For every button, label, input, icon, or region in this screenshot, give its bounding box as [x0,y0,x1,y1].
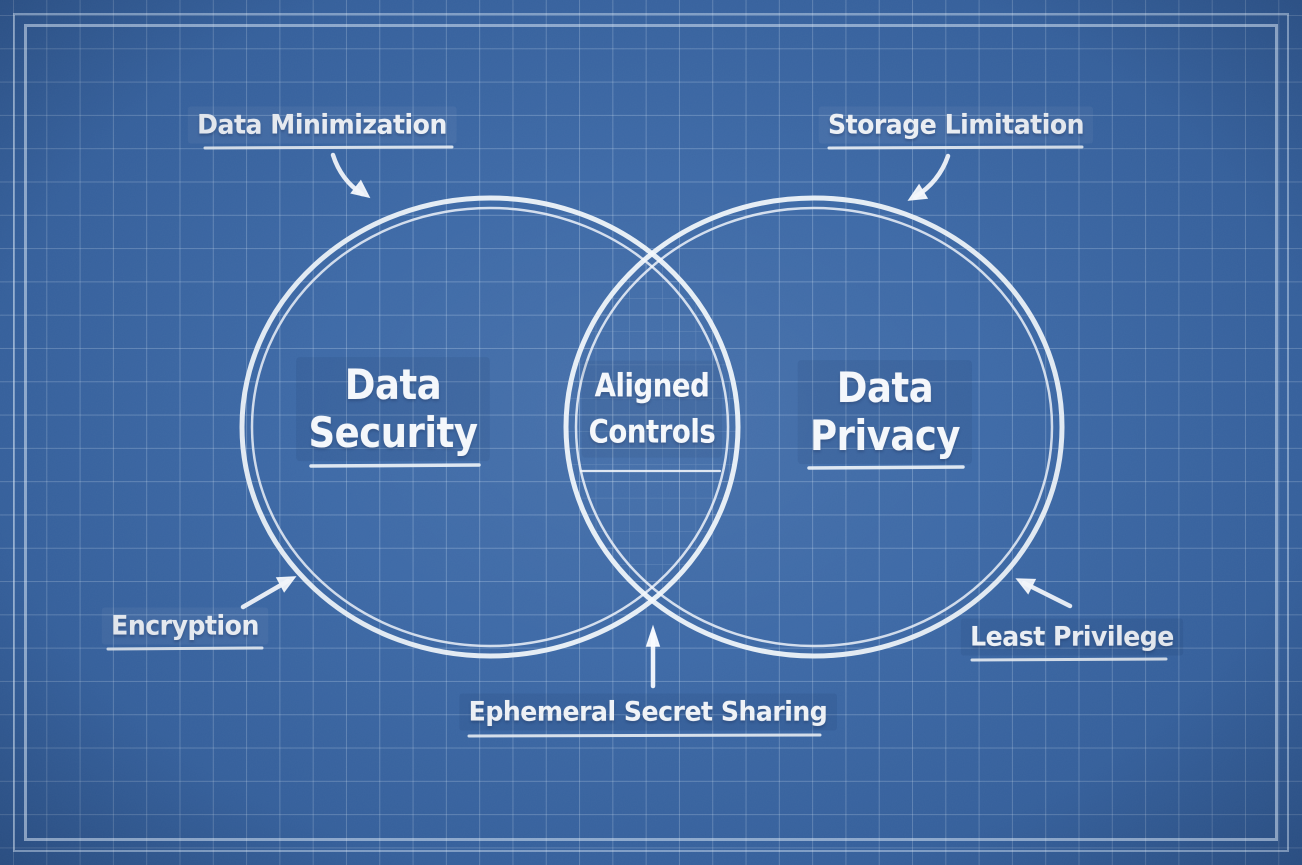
arrow-least-privilege [1015,578,1073,609]
left-circle-title: Data Security [296,357,490,461]
underline-security [309,463,481,468]
annotation-encryption-text: Encryption [111,610,259,642]
annotation-data-minimization-text: Data Minimization [197,109,447,141]
arrow-data-minimization [330,152,371,199]
right-circle-title-line2: Privacy [810,411,960,460]
annotation-storage-limitation: Storage Limitation [818,106,1094,144]
arrow-ephemeral [645,624,661,689]
intersection-title-line2: Controls [588,413,716,451]
underline-encryption [106,646,264,651]
intersection-title: Aligned Controls [581,360,723,458]
annotation-ephemeral-secret-sharing: Ephemeral Secret Sharing [459,693,837,731]
annotation-encryption: Encryption [101,607,269,645]
annotation-storage-limitation-text: Storage Limitation [827,109,1085,141]
intersection-title-line1: Aligned [594,366,710,405]
underline-ephemeral [467,733,822,738]
underline-storage-limitation [827,145,1084,150]
annotation-data-minimization: Data Minimization [187,106,457,144]
underline-privacy [807,465,965,470]
right-circle-title-line1: Data [836,363,934,413]
arrow-encryption [240,576,297,610]
underline-least-privilege [970,657,1168,662]
annotation-ephemeral-secret-sharing-text: Ephemeral Secret Sharing [468,696,828,728]
underline-data-minimization [203,145,454,150]
annotation-least-privilege-text: Least Privilege [970,621,1174,653]
right-circle-title: Data Privacy [797,360,973,464]
left-circle-title-line1: Data [344,360,442,410]
left-circle-title-line2: Security [308,408,478,457]
annotation-least-privilege: Least Privilege [960,618,1184,656]
arrow-storage-limitation [907,153,951,201]
